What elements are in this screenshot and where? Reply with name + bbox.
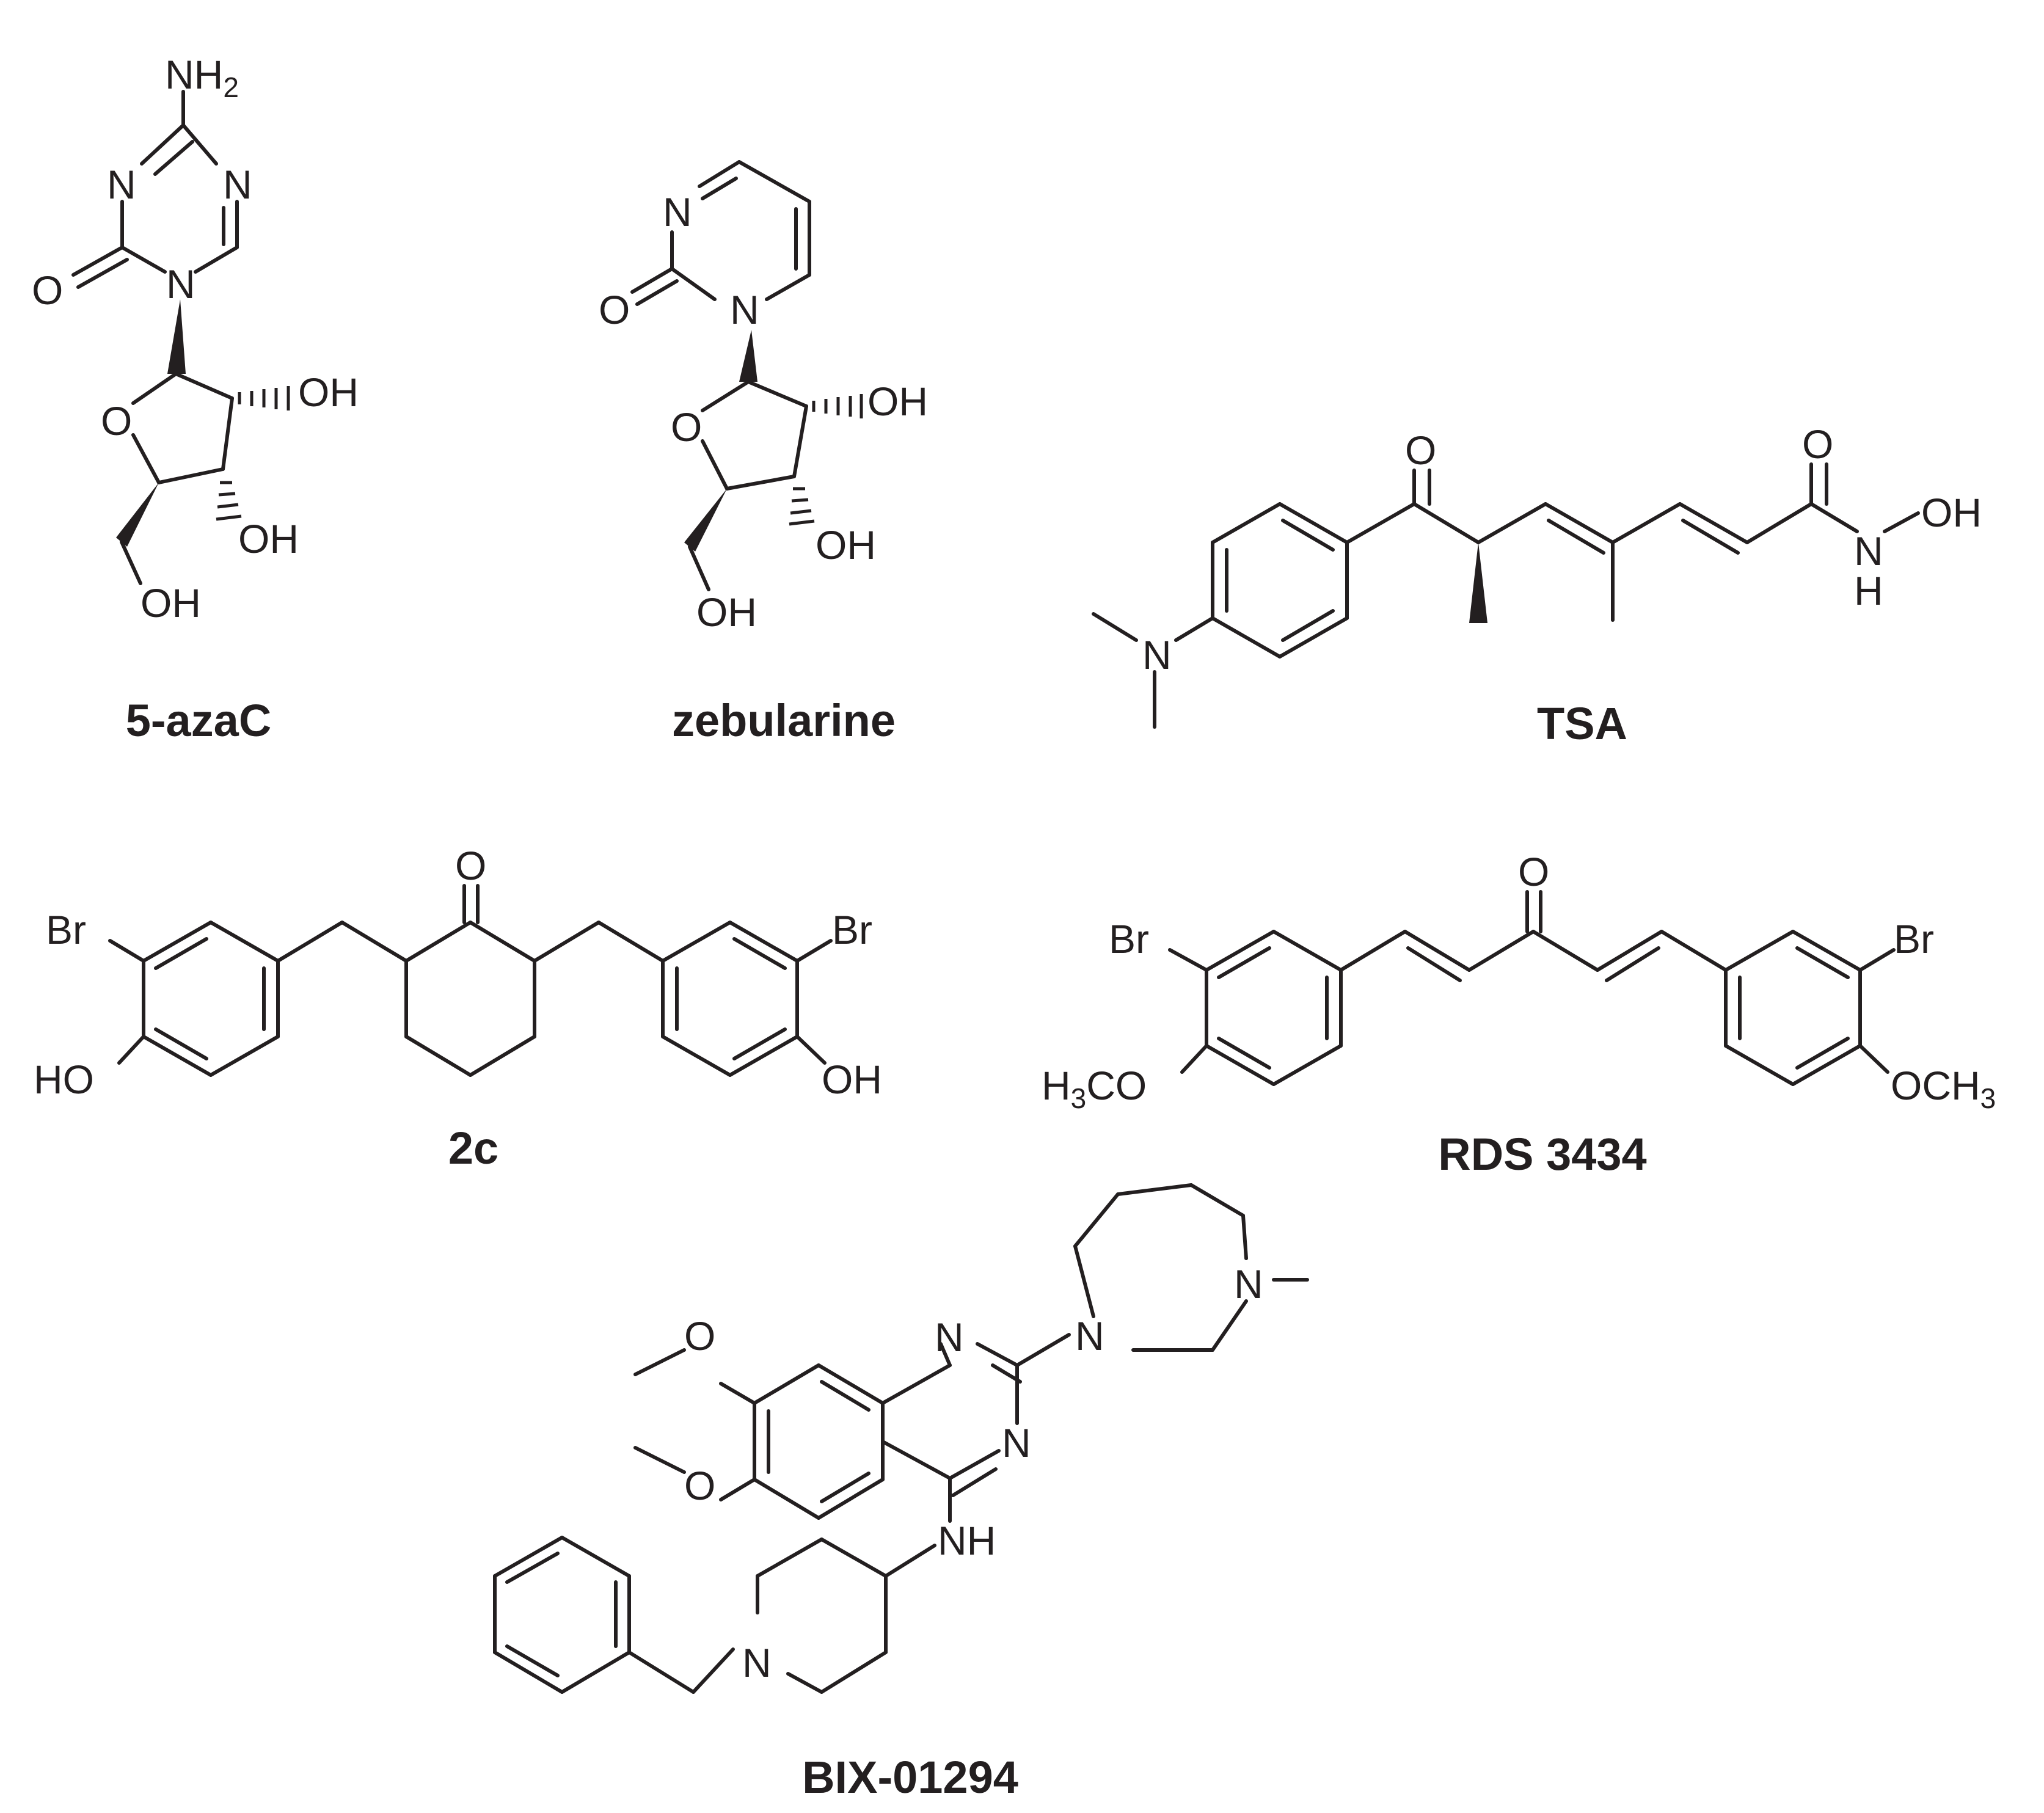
compound-name-zebularine: zebularine — [672, 695, 896, 746]
atom-label: N — [663, 189, 692, 235]
atom-label: NH2 — [165, 52, 239, 103]
compound-name-5-azac: 5-azaC — [126, 695, 272, 746]
atom-label: N — [742, 1640, 772, 1685]
atom-label: OH — [238, 516, 299, 561]
atom-label: OCH3 — [1891, 1063, 1996, 1114]
atom-label: N — [935, 1315, 964, 1360]
atom-label: OH — [867, 379, 928, 424]
atom-label: OH — [816, 522, 876, 567]
atom-label: Br — [1894, 916, 1934, 961]
atom-label: HO — [34, 1057, 94, 1102]
structure-5-azac: NH2 N N O N O OH OH OH 5-azaC — [32, 52, 359, 746]
atom-label: OH — [696, 589, 757, 635]
atom-label: N — [1234, 1261, 1263, 1307]
atom-label: O — [455, 843, 486, 888]
atom-label: N — [730, 287, 759, 332]
atom-label: OH — [1921, 490, 1982, 535]
atom-label: H — [1854, 568, 1883, 613]
structure-bix-01294: N N N N O O NH N BIX-01294 — [493, 1183, 1309, 1803]
compound-name-tsa: TSA — [1537, 698, 1627, 749]
atom-label: O — [684, 1313, 715, 1359]
atom-label: Br — [1109, 916, 1149, 961]
atom-label: N — [1002, 1420, 1031, 1465]
atom-label: N — [1854, 528, 1883, 574]
compound-name-bix-01294: BIX-01294 — [802, 1752, 1018, 1803]
atom-label: O — [1802, 421, 1833, 467]
atom-label: O — [32, 268, 63, 313]
atom-label: OH — [822, 1057, 882, 1102]
compound-name-rds-3434: RDS 3434 — [1438, 1129, 1646, 1180]
structure-tsa: O O N N H OH TSA — [1092, 421, 1982, 749]
atom-label: O — [684, 1463, 715, 1508]
atom-label: O — [101, 398, 132, 443]
atom-label: OH — [298, 370, 359, 415]
atom-label: N — [1075, 1313, 1104, 1359]
compound-name-2c: 2c — [448, 1123, 498, 1173]
atom-label: N — [223, 162, 252, 207]
atom-label: H3CO — [1042, 1063, 1147, 1114]
atom-label: OH — [141, 580, 201, 626]
structure-2c: O Br HO Br OH 2c — [34, 843, 882, 1173]
atom-label: O — [671, 404, 702, 450]
structure-zebularine: N O N O OH OH OH zebularine — [599, 160, 928, 746]
atom-label: Br — [46, 907, 86, 952]
atom-label: N — [107, 162, 136, 207]
atom-label: N — [1142, 632, 1172, 677]
atom-label: NH — [938, 1518, 996, 1563]
structure-rds-3434: O Br H3CO Br OCH3 RDS 3434 — [1042, 849, 1996, 1180]
atom-label: O — [1405, 428, 1436, 473]
atom-label: O — [1518, 849, 1549, 894]
atom-label: O — [599, 287, 630, 332]
atom-label: N — [166, 261, 195, 307]
atom-label: Br — [832, 907, 872, 952]
